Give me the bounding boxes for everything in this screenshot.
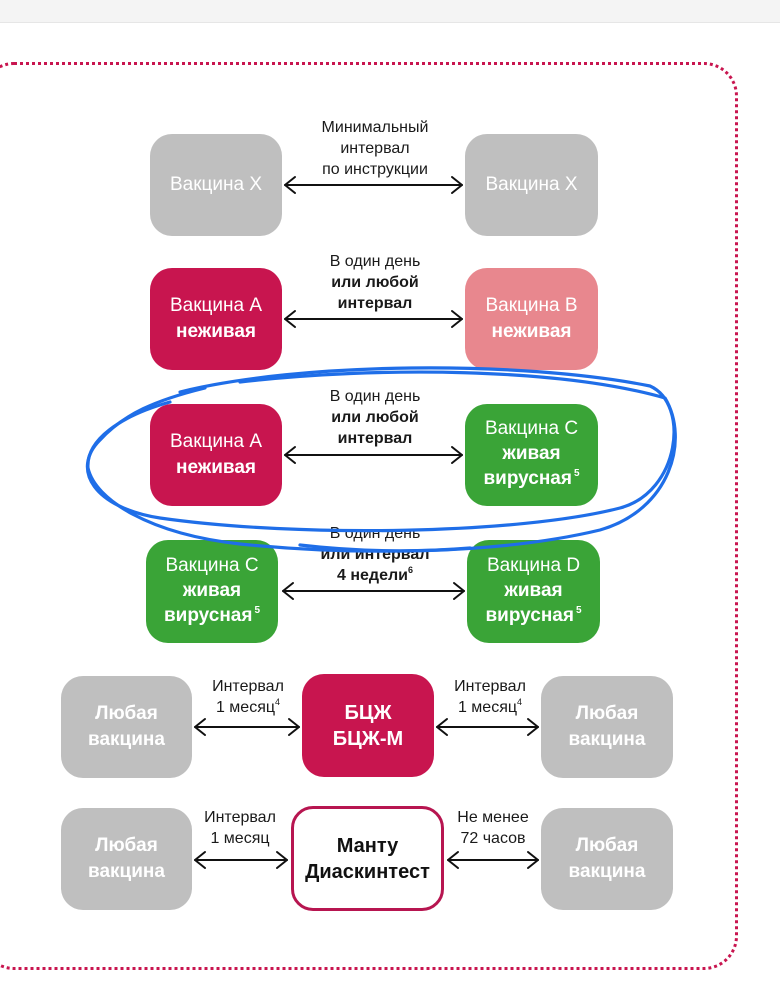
footnote-mark: 4 [275,697,281,707]
interval-label-row3: В один день или любой интервал [329,388,421,447]
footnote-mark: 5 [573,468,580,479]
footnote-mark: 6 [407,565,413,575]
any-vaccine-box-mantoux-left: Любая вакцина [61,808,192,910]
top-bar [0,0,780,23]
any-vaccine-box-bcg-right: Любая вакцина [541,676,673,778]
any-vaccine-box-mantoux-right: Любая вакцина [541,808,673,910]
dotted-frame [0,62,738,970]
interval-label-row4: В один день или интервал 4 недели6 [320,525,430,584]
vaccine-a-box-row2: Вакцина А неживая [150,268,282,370]
interval-label-row1: Минимальный интервал по инструкции [321,119,429,178]
vaccine-x-right-box: Вакцина Х [465,134,598,236]
box-label: Вакцина Х [485,174,578,195]
interval-label-row2: В один день или любой интервал [329,253,421,312]
bcg-box: БЦЖ БЦЖ-М [302,674,434,777]
interval-label-bcg-left: Интервал 1 месяц4 [212,678,284,716]
any-vaccine-box-bcg-left: Любая вакцина [61,676,192,778]
vaccine-a-box-row3: Вакцина А неживая [150,404,282,506]
footnote-mark: 5 [575,604,582,616]
mantoux-box: Манту Диаскинтест [291,806,444,911]
interval-label-bcg-right: Интервал 1 месяц4 [454,678,526,716]
vaccine-x-left-box: Вакцина Х [150,134,282,236]
interval-label-mantoux-left: Интервал 1 месяц [204,809,276,847]
vaccine-b-box: Вакцина В неживая [465,268,598,370]
footnote-mark: 5 [254,604,261,616]
footnote-mark: 4 [517,697,523,707]
box-label: Вакцина Х [169,174,263,195]
interval-label-mantoux-right: Не менее 72 часов [457,809,529,847]
